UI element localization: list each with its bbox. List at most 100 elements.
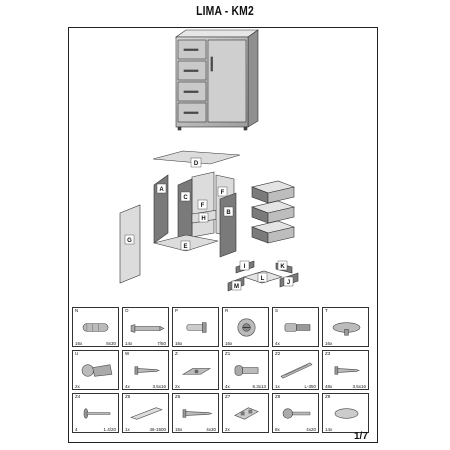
assembly-drawing: D A F C H F B E G I K L M J [119, 29, 299, 292]
hardware-item: O 14x 7/50 [122, 307, 169, 347]
hinge-icon [81, 364, 113, 377]
hardware-code: O [125, 308, 129, 313]
label-d: D [194, 161, 199, 167]
cam-lock-icon [237, 318, 256, 337]
wood-screw-icon [134, 366, 160, 375]
hardware-quantity: 4x [225, 384, 230, 389]
hardware-code: N [75, 308, 79, 313]
hardware-code: Z8 [275, 394, 281, 399]
hardware-quantity: 16x [75, 341, 83, 346]
hardware-code: Z2 [275, 351, 281, 356]
hinge-plate-icon [181, 368, 212, 375]
hardware-code: Z1 [225, 351, 231, 356]
hardware-code: T [325, 308, 328, 313]
hardware-code: Z3 [325, 351, 331, 356]
label-j: J [287, 280, 290, 286]
hardware-quantity: 1x [125, 427, 130, 432]
handle-profile-icon [130, 407, 163, 420]
hardware-quantity: 4 [75, 427, 78, 432]
connector-bolt-icon [284, 323, 311, 332]
hardware-quantity: 4x [275, 341, 280, 346]
hardware-size: 3.5x16 [152, 384, 166, 389]
hardware-code: Z7 [225, 394, 231, 399]
long-screw-icon [182, 409, 212, 418]
shelf-support-icon [234, 407, 259, 420]
hardware-code: W [125, 351, 130, 356]
hardware-quantity: 4x [125, 384, 130, 389]
hardware-size: 46-1500 [149, 427, 166, 432]
hardware-code: R [225, 308, 229, 313]
hardware-item: P 16x [172, 307, 219, 347]
page-number: 1/7 [354, 431, 368, 442]
hardware-item: Z9 14x [322, 393, 369, 433]
hardware-code: U [75, 351, 79, 356]
label-h: H [201, 216, 205, 222]
hardware-item: T 16x [322, 307, 369, 347]
label-g: G [127, 238, 132, 244]
confirmat-screw-icon [130, 324, 165, 333]
hardware-size: 1.4/20 [103, 427, 116, 432]
hardware-size: 4x20 [306, 427, 316, 432]
hardware-item: Z8 8x 4x20 [272, 393, 319, 433]
hardware-item: N 16x 8x30 [72, 307, 119, 347]
document-title: LIMA - KM2 [196, 3, 254, 18]
handle-screw-icon [282, 408, 311, 419]
hardware-quantity: 14x [325, 427, 333, 432]
hardware-item: W 4x 3.5x16 [122, 350, 169, 390]
hardware-quantity: 16x [225, 341, 233, 346]
wood-screw-icon [334, 366, 360, 375]
hardware-quantity: 48x [325, 384, 333, 389]
hardware-size: L-350 [304, 384, 316, 389]
label-e: E [183, 244, 187, 250]
felt-pad-icon [334, 408, 359, 419]
label-l: L [261, 276, 265, 282]
exploded-assembly-illustration: D A F C H F B E G I K L M J [68, 27, 378, 307]
hardware-code: P [175, 308, 179, 313]
label-b: B [226, 210, 231, 216]
hardware-item: Z1 4x 6.3x13 [222, 350, 269, 390]
hardware-quantity: 15x [175, 427, 183, 432]
hardware-code: S [275, 308, 279, 313]
dowel-icon [82, 323, 109, 332]
nail-icon [83, 408, 111, 419]
hardware-quantity: 2x [175, 384, 180, 389]
hardware-item: U 2x [72, 350, 119, 390]
hardware-item: S 4x [272, 307, 319, 347]
drawer-slide-icon [280, 362, 313, 379]
hardware-code: Z5 [125, 394, 131, 399]
hardware-item: Z3 48x 3.5x16 [322, 350, 369, 390]
euro-screw-icon [234, 365, 259, 376]
furniture-glide-icon [332, 322, 361, 336]
hardware-item: Z 2x [172, 350, 219, 390]
hardware-size: 4x30 [206, 427, 216, 432]
panel-b [219, 192, 237, 258]
hardware-item: Z6 15x 4x30 [172, 393, 219, 433]
assembled-cabinet [175, 29, 259, 131]
hardware-code: Z [175, 351, 178, 356]
hardware-item: R 16x [222, 307, 269, 347]
hardware-quantity: 14x [125, 341, 133, 346]
label-a: A [159, 187, 164, 193]
instruction-frame [68, 27, 378, 443]
hardware-size: 8x30 [106, 341, 116, 346]
hardware-code: Z4 [75, 394, 81, 399]
hardware-quantity: 2x [75, 384, 80, 389]
hardware-code: Z6 [175, 394, 181, 399]
label-f-back: F [221, 190, 225, 196]
hardware-item: Z5 1x 46-1500 [122, 393, 169, 433]
plastic-plug-icon [186, 322, 207, 333]
label-m: M [234, 284, 239, 290]
hardware-quantity: 16x [325, 341, 333, 346]
hardware-size: 7/50 [157, 341, 166, 346]
hardware-item: Z7 2x [222, 393, 269, 433]
label-i: I [244, 264, 246, 270]
hardware-size: 3.5x16 [352, 384, 366, 389]
hardware-size: 6.3x13 [252, 384, 266, 389]
hardware-quantity: 8x [275, 427, 280, 432]
hardware-quantity: 2x [225, 427, 230, 432]
label-c: C [183, 195, 188, 201]
label-k: K [280, 264, 285, 270]
hardware-quantity: 16x [175, 341, 183, 346]
hardware-code: Z9 [325, 394, 331, 399]
